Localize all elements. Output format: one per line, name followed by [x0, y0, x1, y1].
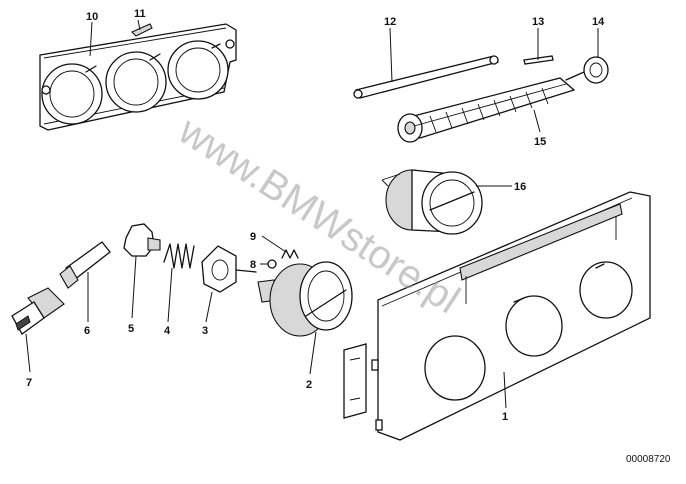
part-10-bezel — [39, 23, 237, 131]
callout-6: 6 — [84, 325, 90, 337]
callout-14: 14 — [592, 16, 605, 28]
callout-16: 16 — [514, 181, 526, 193]
callout-10: 10 — [86, 11, 98, 23]
part-14-knob — [565, 56, 609, 84]
part-7-connector — [11, 287, 65, 335]
part-1-panel — [343, 191, 651, 441]
callout-12: 12 — [384, 16, 396, 28]
part-16-knob — [381, 169, 483, 235]
part-2-knob — [257, 261, 353, 337]
part-3-plate — [201, 245, 257, 293]
callout-2: 2 — [306, 379, 312, 391]
callout-8: 8 — [250, 259, 256, 271]
callout-11: 11 — [134, 8, 146, 20]
callout-5: 5 — [128, 323, 134, 335]
callout-4: 4 — [164, 325, 171, 337]
callout-9: 9 — [250, 231, 256, 243]
callout-1: 1 — [502, 411, 508, 423]
part-4-spring — [163, 243, 195, 269]
callouts: 10 11 12 13 14 15 16 9 8 3 4 5 6 7 2 1 — [26, 8, 605, 423]
document-number: 00008720 — [626, 454, 671, 465]
part-11-clip — [131, 23, 153, 37]
part-9-spring — [281, 249, 299, 259]
callout-7: 7 — [26, 377, 32, 389]
part-15-drum — [397, 77, 576, 143]
leader-lines — [25, 19, 599, 409]
part-5-gear — [123, 223, 161, 257]
callout-15: 15 — [534, 136, 546, 148]
part-6-shaft — [59, 241, 111, 289]
part-8-washer — [267, 259, 277, 269]
callout-13: 13 — [532, 16, 544, 28]
part-12-strip — [353, 55, 500, 99]
callout-3: 3 — [202, 325, 208, 337]
